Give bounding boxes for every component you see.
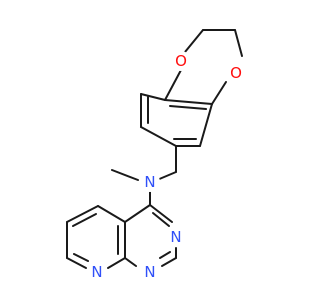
atom-nitrogen-pyrimidine-3: N [170,228,181,246]
bond-c4a-c4 [124,204,151,223]
bond-o1-c8a [164,69,182,101]
bond-o1-ch2a [184,29,204,53]
bond-c4-n3-inner [152,212,170,227]
atom-oxygen-1: O [175,52,187,70]
bond-aromatic-inner-3 [169,105,207,110]
atom-nitrogen-pyrimidine-1: N [144,263,155,281]
atom-oxygen-2: O [230,64,242,82]
bond-n1-c8a [124,257,137,267]
bond-c5-c6py [66,205,99,223]
bond-c7-n8py-inner [73,253,89,262]
bond-ch2b-o2 [234,29,243,57]
bond-c8-c8a [140,93,166,101]
atom-nitrogen-pyridine: N [91,263,102,281]
structure-svg: O O N N N N [66,29,246,282]
bond-n-methyl [111,169,139,181]
molecule-diagram: O O N N N N [66,29,246,282]
bond-c5-c6py-inner [72,213,97,227]
bond-o2-c4a [211,81,227,105]
bond-c4-n3 [149,204,173,223]
bond-c2-n1-inner [159,251,171,259]
atom-layer: O O N N N N [87,51,246,282]
bond-n8-c8a [107,257,126,269]
bond-c2-n1 [161,257,177,267]
bond-c6-c7 [140,126,177,147]
bond-c7-n8py [66,257,87,269]
bond-layer [66,29,243,269]
bond-c4a-c5py [97,205,126,223]
bond-ch2-n [156,171,177,181]
bond-c4a-c5 [199,103,213,147]
atom-nitrogen-amine: N [144,173,155,191]
bond-c8a-c4a [164,99,213,105]
